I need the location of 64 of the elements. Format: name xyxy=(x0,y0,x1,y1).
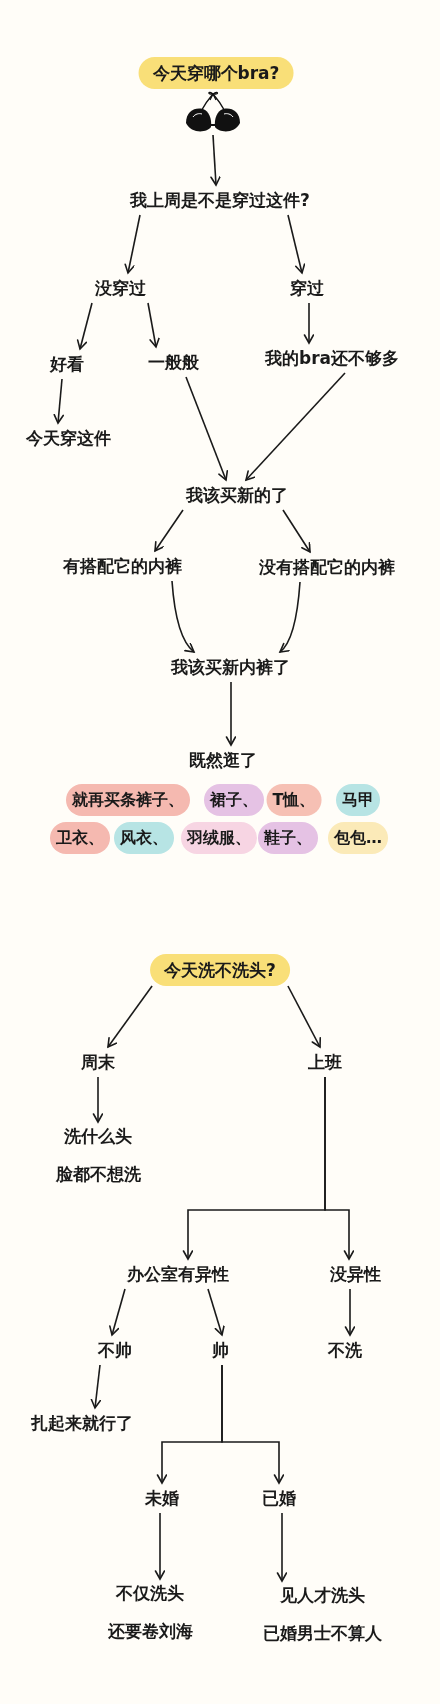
item-pill: 羽绒服、 xyxy=(181,822,257,854)
step-text: 洗什么头 xyxy=(63,1125,133,1148)
arrow xyxy=(303,302,315,344)
step-text: 不洗 xyxy=(322,1335,368,1365)
arrow xyxy=(245,372,346,481)
step-text: 今天穿这件 xyxy=(19,423,117,453)
arrow xyxy=(287,214,306,274)
item-pill: 就再买条裤子、 xyxy=(66,784,190,816)
step-text: 办公室有异性 xyxy=(121,1259,235,1289)
step-text: 一般般 xyxy=(141,347,205,377)
arrow xyxy=(225,681,237,746)
step-text: 有搭配它的内裤 xyxy=(56,551,188,581)
step-text: 帅 xyxy=(205,1335,235,1365)
step-text: 周末 xyxy=(75,1047,121,1077)
arrow xyxy=(76,302,93,350)
arrow xyxy=(171,580,195,653)
step-text: 不仅洗头 xyxy=(115,1582,185,1605)
step-text: 不帅 xyxy=(92,1335,138,1365)
arrow xyxy=(287,985,322,1048)
step-text: 既然逛了 xyxy=(183,745,263,775)
step-text: 已婚男士不算人 xyxy=(261,1622,383,1645)
step-text: 我该买新的了 xyxy=(180,480,294,510)
arrow xyxy=(324,1076,355,1260)
step-text: 没穿过 xyxy=(88,273,152,303)
arrow xyxy=(207,1288,225,1336)
question-pill: 今天穿哪个bra? xyxy=(138,57,294,89)
arrow xyxy=(107,985,153,1048)
step-text: 未婚 xyxy=(139,1483,185,1513)
arrow xyxy=(124,214,141,274)
step-text: 见人才洗头 xyxy=(278,1584,366,1607)
arrow xyxy=(154,1512,166,1580)
arrow xyxy=(221,1364,285,1484)
arrow xyxy=(210,134,221,186)
question-pill: 今天洗不洗头? xyxy=(150,954,290,986)
arrow xyxy=(53,378,64,424)
step-text: 已婚 xyxy=(256,1483,302,1513)
step-text: 穿过 xyxy=(284,273,330,303)
arrow xyxy=(92,1076,104,1123)
arrow xyxy=(276,1512,288,1582)
step-text: 还要卷刘海 xyxy=(106,1620,194,1643)
step-text: 我该买新内裤了 xyxy=(164,652,296,682)
item-pill: 卫衣、 xyxy=(50,822,110,854)
item-pill: 裙子、 xyxy=(204,784,264,816)
item-pill: 马甲 xyxy=(336,784,380,816)
item-pill: 包包… xyxy=(328,822,388,854)
step-text: 扎起来就行了 xyxy=(25,1408,139,1438)
step-text: 没异性 xyxy=(323,1259,387,1289)
arrow xyxy=(154,509,184,552)
step-text: 没有搭配它的内裤 xyxy=(253,552,401,582)
item-pill: 风衣、 xyxy=(114,822,174,854)
arrow xyxy=(147,302,160,348)
step-text: 脸都不想洗 xyxy=(54,1163,142,1186)
step-text: 我上周是不是穿过这件? xyxy=(124,185,316,215)
arrow xyxy=(279,581,301,653)
arrow xyxy=(344,1288,356,1336)
item-pill: 鞋子、 xyxy=(258,822,318,854)
arrow xyxy=(109,1288,126,1336)
item-pill: T恤、 xyxy=(266,784,322,816)
arrow xyxy=(185,376,229,481)
step-text: 上班 xyxy=(302,1047,348,1077)
arrow xyxy=(90,1364,102,1409)
step-text: 好看 xyxy=(44,349,90,379)
arrow xyxy=(282,509,311,553)
step-text: 我的bra还不够多 xyxy=(259,343,405,373)
